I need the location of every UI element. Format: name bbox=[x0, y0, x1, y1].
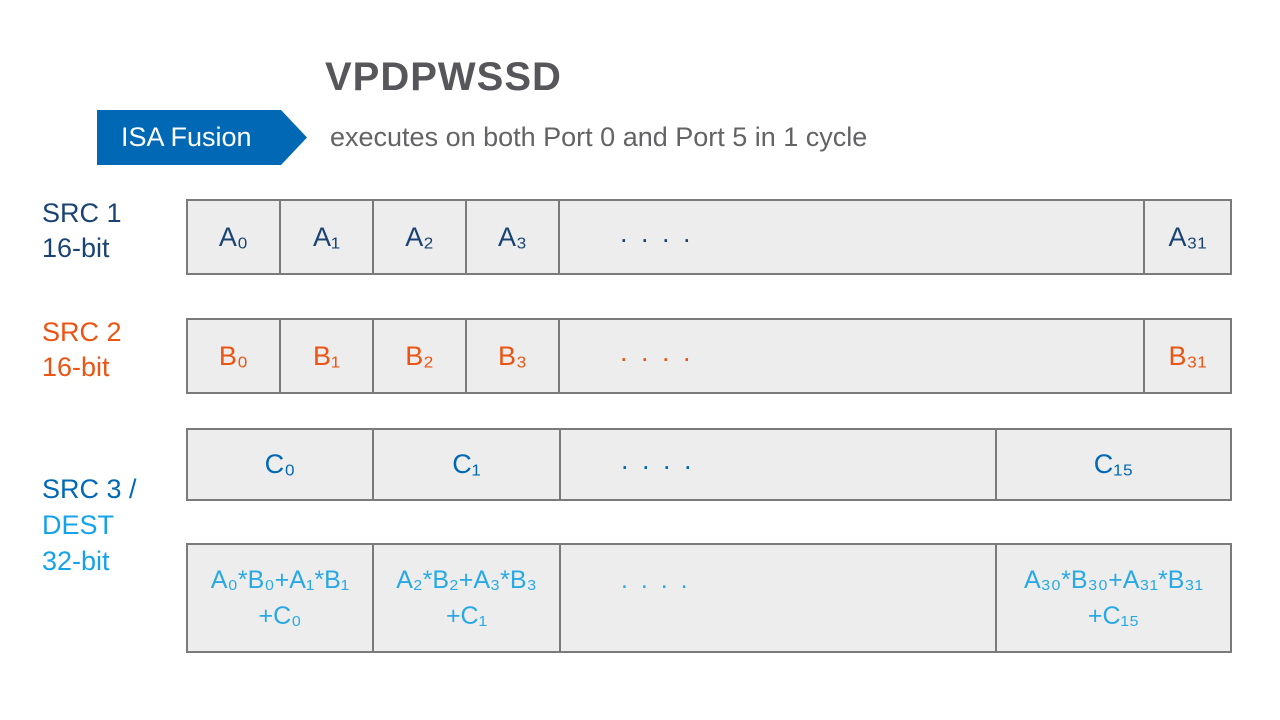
src3-dest-label-line1: SRC 3 / bbox=[42, 474, 137, 504]
src2-ellipsis-text: . . . . bbox=[620, 336, 691, 367]
dest-register-row: A₀*B₀+A₁*B₁ +C₀ A₂*B₂+A₃*B₃ +C₁ . . . . … bbox=[186, 543, 1232, 653]
src1-cell-a0: A₀ bbox=[188, 201, 281, 273]
src1-cell-a31: A₃₁ bbox=[1145, 201, 1230, 273]
src3-ellipsis-text: . . . . bbox=[621, 445, 692, 475]
src3-dest-label-line2: DEST bbox=[42, 510, 115, 540]
src1-label-line1: SRC 1 bbox=[42, 198, 122, 228]
src2-cell-b2: B₂ bbox=[374, 320, 467, 392]
dest-cell-1: A₂*B₂+A₃*B₃ +C₁ bbox=[374, 545, 561, 651]
src3-cell-c0: C₀ bbox=[188, 430, 374, 499]
src3-cell-ellipsis: . . . . bbox=[561, 430, 997, 499]
src3-dest-label-line3: 32-bit bbox=[42, 546, 110, 576]
dest-cell-0-line1: A₀*B₀+A₁*B₁ bbox=[210, 566, 350, 594]
dest-cell-0-line2: +C₀ bbox=[258, 602, 302, 630]
subtitle: executes on both Port 0 and Port 5 in 1 … bbox=[330, 122, 868, 152]
dest-ellipsis-text: . . . . bbox=[621, 566, 688, 594]
src1-ellipsis-text: . . . . bbox=[620, 217, 691, 248]
src3-cell-c15: C₁₅ bbox=[997, 430, 1230, 499]
dest-cell-3: A₃₀*B₃₀+A₃₁*B₃₁ +C₁₅ bbox=[997, 545, 1230, 651]
src1-cell-ellipsis: . . . . bbox=[560, 201, 1145, 273]
isa-fusion-badge: ISA Fusion bbox=[97, 110, 307, 165]
dest-cell-ellipsis: . . . . bbox=[561, 545, 997, 651]
isa-fusion-badge-label: ISA Fusion bbox=[121, 122, 252, 152]
dest-cell-1-line2: +C₁ bbox=[445, 602, 488, 630]
src3-cell-c1: C₁ bbox=[374, 430, 561, 499]
src1-cell-a1: A₁ bbox=[281, 201, 374, 273]
src3-register-row: C₀ C₁ . . . . C₁₅ bbox=[186, 428, 1232, 501]
src2-cell-b1: B₁ bbox=[281, 320, 374, 392]
src2-cell-b0: B₀ bbox=[188, 320, 281, 392]
src1-cell-a3: A₃ bbox=[467, 201, 560, 273]
src3-dest-label: SRC 3 / DEST 32-bit bbox=[42, 471, 137, 579]
src2-label-line1: SRC 2 bbox=[42, 317, 122, 347]
src2-cell-b31: B₃₁ bbox=[1145, 320, 1230, 392]
dest-cell-3-line1: A₃₀*B₃₀+A₃₁*B₃₁ bbox=[1023, 566, 1204, 594]
src1-cell-a2: A₂ bbox=[374, 201, 467, 273]
src1-label: SRC 1 16-bit bbox=[42, 196, 122, 266]
src2-register-row: B₀ B₁ B₂ B₃ . . . . B₃₁ bbox=[186, 318, 1232, 394]
src2-label-line2: 16-bit bbox=[42, 352, 110, 382]
src2-cell-ellipsis: . . . . bbox=[560, 320, 1145, 392]
dest-cell-3-line2: +C₁₅ bbox=[1087, 602, 1140, 630]
page-title: VPDPWSSD bbox=[325, 55, 562, 99]
src1-label-line2: 16-bit bbox=[42, 233, 110, 263]
dest-cell-1-line1: A₂*B₂+A₃*B₃ bbox=[396, 566, 537, 594]
src2-label: SRC 2 16-bit bbox=[42, 315, 122, 385]
src1-register-row: A₀ A₁ A₂ A₃ . . . . A₃₁ bbox=[186, 199, 1232, 275]
dest-cell-0: A₀*B₀+A₁*B₁ +C₀ bbox=[188, 545, 374, 651]
src2-cell-b3: B₃ bbox=[467, 320, 560, 392]
